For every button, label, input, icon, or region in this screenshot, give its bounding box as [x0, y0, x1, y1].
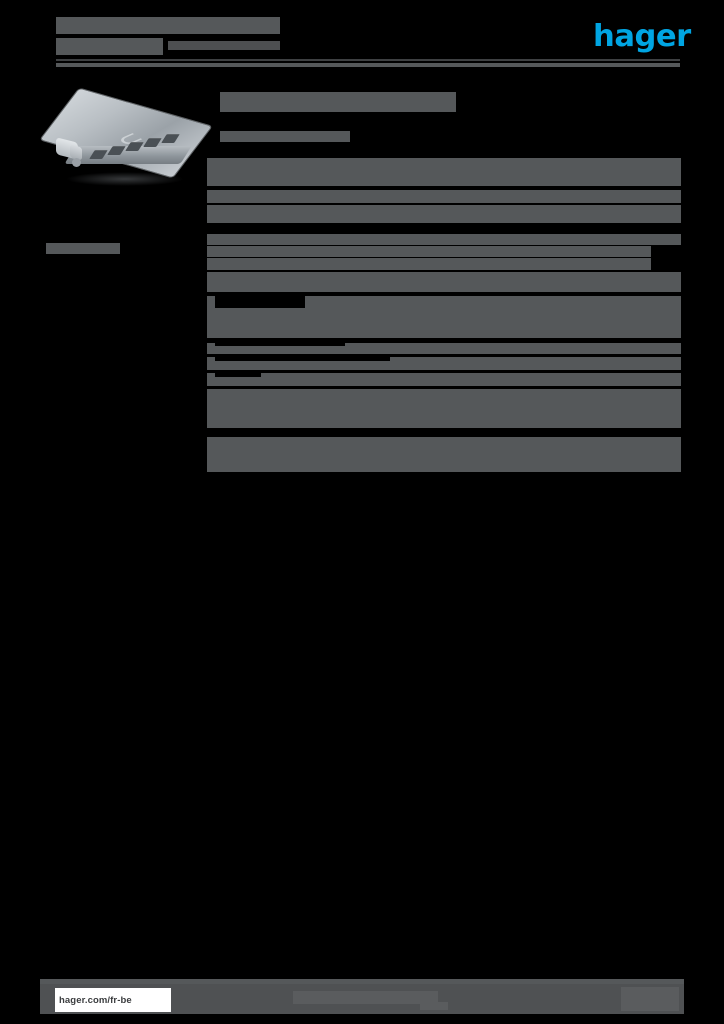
- row-separator: [207, 472, 681, 474]
- table-row: [207, 234, 681, 245]
- table-row: [207, 389, 681, 405]
- product-caption: [46, 243, 120, 254]
- row-indent-gap: [215, 343, 345, 346]
- device-top-face: [40, 88, 212, 178]
- row-separator: [207, 338, 681, 340]
- row-indent-gap: [215, 296, 305, 308]
- hager-logo: hager: [593, 22, 691, 52]
- cable-end: [72, 158, 81, 167]
- row-indent-gap: [215, 357, 390, 361]
- header-divider: [56, 63, 680, 67]
- row-separator: [207, 386, 681, 388]
- row-separator: [207, 223, 681, 225]
- table-row: [207, 272, 681, 292]
- table-row: [207, 246, 651, 257]
- row-separator: [207, 292, 681, 294]
- row-separator: [207, 186, 681, 188]
- table-row: [207, 373, 681, 386]
- table-row: [207, 205, 681, 223]
- footer-divider: [40, 979, 684, 984]
- section-subtitle: [220, 131, 350, 142]
- page-title-line-1: [56, 17, 280, 34]
- product-shadow: [66, 172, 184, 186]
- row-separator: [207, 203, 681, 205]
- table-row: [207, 343, 681, 354]
- page-title-line-2: [56, 38, 163, 55]
- row-separator: [207, 270, 651, 272]
- product-image: [40, 88, 212, 208]
- table-row: [207, 258, 651, 270]
- table-row: [207, 158, 681, 186]
- footer-center-text: [293, 991, 438, 1004]
- hager-logo-text: hager: [593, 19, 691, 54]
- table-row: [207, 448, 681, 472]
- header-divider-thin: [56, 59, 680, 61]
- footer-website-link[interactable]: hager.com/fr-be: [55, 988, 171, 1012]
- row-separator: [207, 354, 681, 356]
- row-separator: [207, 428, 681, 430]
- section-title: [220, 92, 456, 112]
- footer-center-text-2: [420, 1002, 448, 1010]
- table-row: [207, 437, 681, 448]
- row-indent-gap: [215, 373, 261, 377]
- table-row: [207, 404, 681, 428]
- table-row: [207, 190, 681, 203]
- page-header: hager: [0, 0, 724, 70]
- page-subtitle: [168, 41, 280, 50]
- footer-page-number: [621, 987, 679, 1011]
- row-separator: [207, 370, 681, 372]
